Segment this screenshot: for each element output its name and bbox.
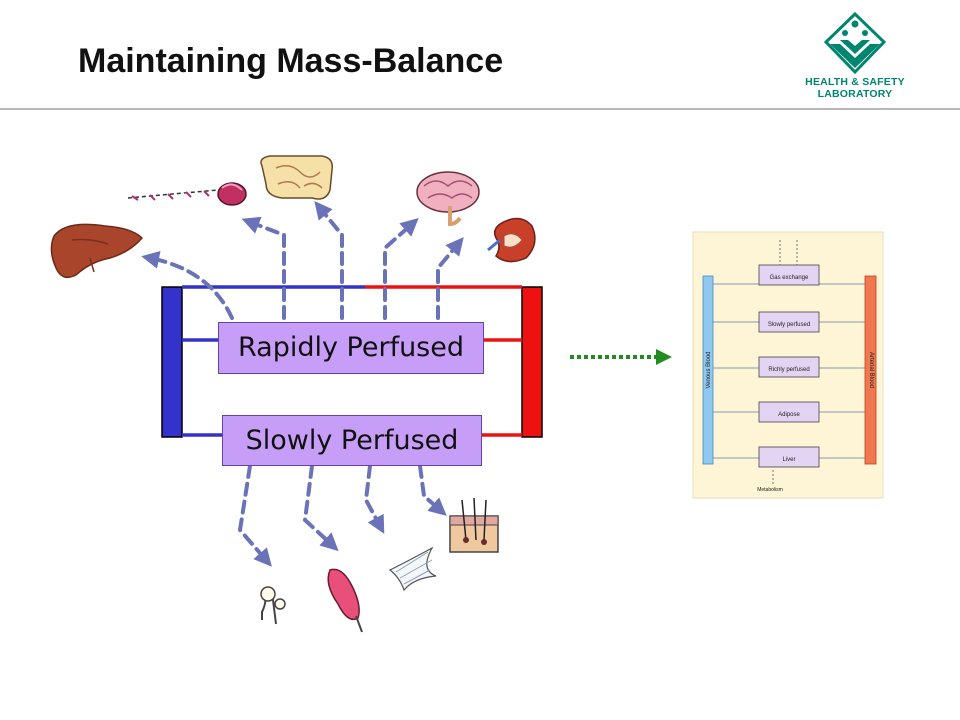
fat-icon xyxy=(388,546,437,592)
kidney-icon xyxy=(487,217,536,263)
arrow-to-liver xyxy=(141,250,234,320)
compartment-label: Adipose xyxy=(778,412,800,418)
hsl-logo-mark-icon xyxy=(823,11,887,75)
slide-title: Maintaining Mass-Balance xyxy=(78,42,504,80)
rapidly-perfused-box: Rapidly Perfused xyxy=(218,322,484,374)
intestines-icon xyxy=(260,155,334,200)
compartment-label: Liver xyxy=(782,457,795,463)
bone-icon xyxy=(260,586,286,625)
arrow-to-brain xyxy=(383,218,419,320)
title-divider xyxy=(0,108,960,110)
arrow-to-skin xyxy=(418,464,447,516)
venous-blood-bar xyxy=(161,286,183,438)
venous-blood-label: Venous Blood xyxy=(706,351,712,388)
logo-line-2: LABORATORY xyxy=(817,88,893,100)
arrow-to-kidney xyxy=(436,237,464,320)
metabolism-label: Metabolism xyxy=(757,487,783,493)
compartment-label: Slowly perfused xyxy=(768,322,810,328)
compartment-label: Gas exchange xyxy=(770,275,809,281)
slowly-perfused-box: Slowly Perfused xyxy=(222,415,482,466)
spinal-cord-icon xyxy=(127,182,247,206)
compartment-label: Richly perfused xyxy=(768,367,809,373)
arrow-to-fat xyxy=(363,464,385,534)
pbpk-schematic: Gas exchange Slowly perfused Richly perf… xyxy=(692,231,884,499)
logo-line-1: HEALTH & SAFETY xyxy=(805,76,905,88)
schematic-arterial-bar xyxy=(864,275,877,465)
arterial-blood-label: Arterial Blood xyxy=(868,352,874,388)
arrow-to-intestines xyxy=(314,201,344,320)
muscle-icon xyxy=(327,568,363,633)
skin-icon xyxy=(449,497,499,553)
arrow-to-spinal-cord xyxy=(241,216,286,320)
brain-icon xyxy=(416,171,480,227)
liver-icon xyxy=(50,223,144,279)
hsl-logo: HEALTH & SAFETY LABORATORY xyxy=(800,10,910,105)
arrow-to-bone xyxy=(237,464,272,567)
arterial-blood-bar xyxy=(521,286,543,438)
arrow-to-muscle xyxy=(302,464,339,552)
schematic-venous-bar xyxy=(702,275,714,465)
